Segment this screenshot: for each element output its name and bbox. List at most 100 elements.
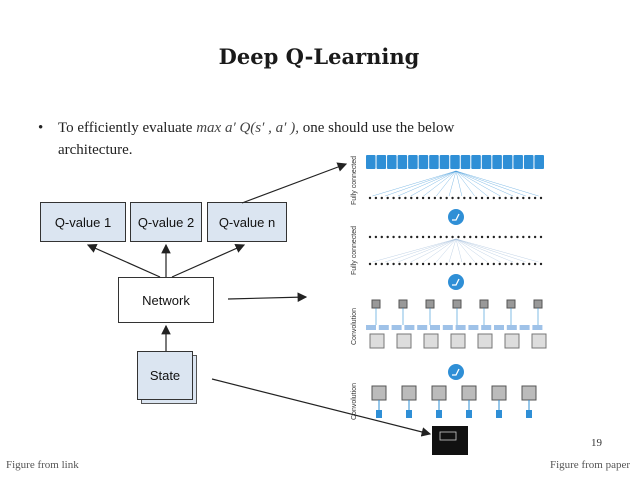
slide-title: Deep Q-Learning	[218, 44, 420, 69]
neuron-dot	[380, 196, 383, 200]
neuron-dot	[522, 262, 525, 266]
connection-line	[455, 170, 475, 197]
neuron-dot	[533, 196, 537, 200]
conv2-unit	[406, 410, 412, 418]
conv-unit	[506, 325, 517, 330]
connection-line	[397, 170, 457, 197]
neuron-dot	[421, 262, 425, 266]
neuron-dot	[463, 262, 466, 266]
connection-line	[455, 238, 488, 263]
conv-unit	[532, 325, 543, 330]
neuron-dot	[439, 235, 442, 239]
relu-node	[448, 364, 464, 380]
neuron-dot	[421, 235, 425, 239]
neuron-dot	[445, 196, 448, 200]
conv2-filter	[461, 385, 477, 401]
relu-node	[448, 274, 464, 290]
neuron-dot	[445, 262, 448, 266]
layer-label-fc1: Fully connected	[351, 156, 358, 205]
neuron-dot	[398, 262, 401, 266]
conv-unit	[468, 325, 479, 330]
neuron-dot	[510, 262, 513, 266]
neuron-dot	[392, 235, 395, 239]
neuron-dot	[528, 262, 531, 266]
neuron-dot	[439, 262, 442, 266]
neuron-dot	[427, 262, 431, 266]
conv-unit	[494, 325, 504, 330]
output-cell	[450, 155, 460, 169]
layer-label-conv1: Convolution	[351, 308, 358, 345]
neuron-dot	[474, 196, 478, 200]
q-value-1-box: Q-value 1	[40, 202, 126, 242]
feature-map	[477, 333, 493, 349]
neuron-dot	[474, 262, 478, 266]
output-cell	[439, 155, 450, 169]
connection-line	[423, 170, 457, 197]
neuron-dot	[469, 235, 472, 239]
conv-unit	[481, 325, 492, 330]
connection-line	[372, 238, 457, 263]
neuron-dot	[451, 262, 454, 266]
neuron-dot	[427, 235, 431, 239]
paper-figure: Fully connected Fully connected Convolut…	[351, 155, 547, 455]
neuron-dot	[398, 235, 401, 239]
connection-line	[410, 170, 457, 197]
neuron-dot	[386, 235, 389, 239]
output-cell	[534, 155, 544, 169]
conv-unit	[430, 325, 440, 330]
neuron-dot	[492, 196, 496, 200]
neuron-dot	[427, 196, 431, 200]
connection-line	[372, 170, 457, 197]
connection-line	[455, 170, 488, 197]
neuron-dot	[457, 235, 460, 239]
conv2-unit	[436, 410, 442, 418]
neuron-dot	[463, 235, 466, 239]
neuron-dot	[504, 196, 507, 200]
neuron-dot	[457, 196, 460, 200]
connection-line	[448, 238, 457, 263]
conv-unit	[442, 325, 453, 330]
conv2-filter	[521, 385, 537, 401]
conv-unit	[455, 325, 466, 330]
neuron-dot	[469, 196, 472, 200]
neuron-dot	[510, 196, 513, 200]
connection-line	[455, 238, 526, 263]
bullet-formula: max a′ Q(s′ , a′ ),	[196, 120, 299, 136]
conv-filter	[533, 299, 543, 309]
neuron-dot	[451, 235, 454, 239]
conv-unit	[417, 325, 428, 330]
neuron-dot	[368, 196, 372, 200]
connection-line	[455, 170, 539, 197]
neuron-dot	[398, 196, 401, 200]
neuron-dot	[498, 235, 501, 239]
connection-line	[436, 238, 457, 263]
feature-map	[531, 333, 547, 349]
neuron-dot	[533, 235, 537, 239]
output-cell	[481, 155, 492, 169]
conv-unit	[378, 325, 389, 330]
neuron-dot	[522, 235, 525, 239]
neuron-dot	[415, 262, 419, 266]
neuron-dot	[451, 196, 454, 200]
output-cell	[429, 155, 439, 169]
output-cell	[418, 155, 429, 169]
output-cell	[460, 155, 471, 169]
neuron-dot	[368, 262, 372, 266]
neuron-dot	[504, 262, 507, 266]
relu-node	[448, 209, 464, 225]
neuron-dot	[374, 196, 378, 200]
relu-symbol	[452, 368, 460, 376]
neuron-dot	[392, 262, 395, 266]
neuron-dot	[516, 235, 519, 239]
arrow-state-to-input	[211, 378, 432, 437]
neuron-dot	[392, 196, 395, 200]
neuron-dot	[528, 196, 531, 200]
network-box: Network	[118, 277, 214, 323]
connection-line	[455, 238, 514, 263]
neuron-dot	[480, 235, 484, 239]
neuron-dot	[433, 196, 437, 200]
neuron-dot	[492, 262, 496, 266]
conv-filter	[371, 299, 381, 309]
neuron-dot	[539, 196, 543, 200]
